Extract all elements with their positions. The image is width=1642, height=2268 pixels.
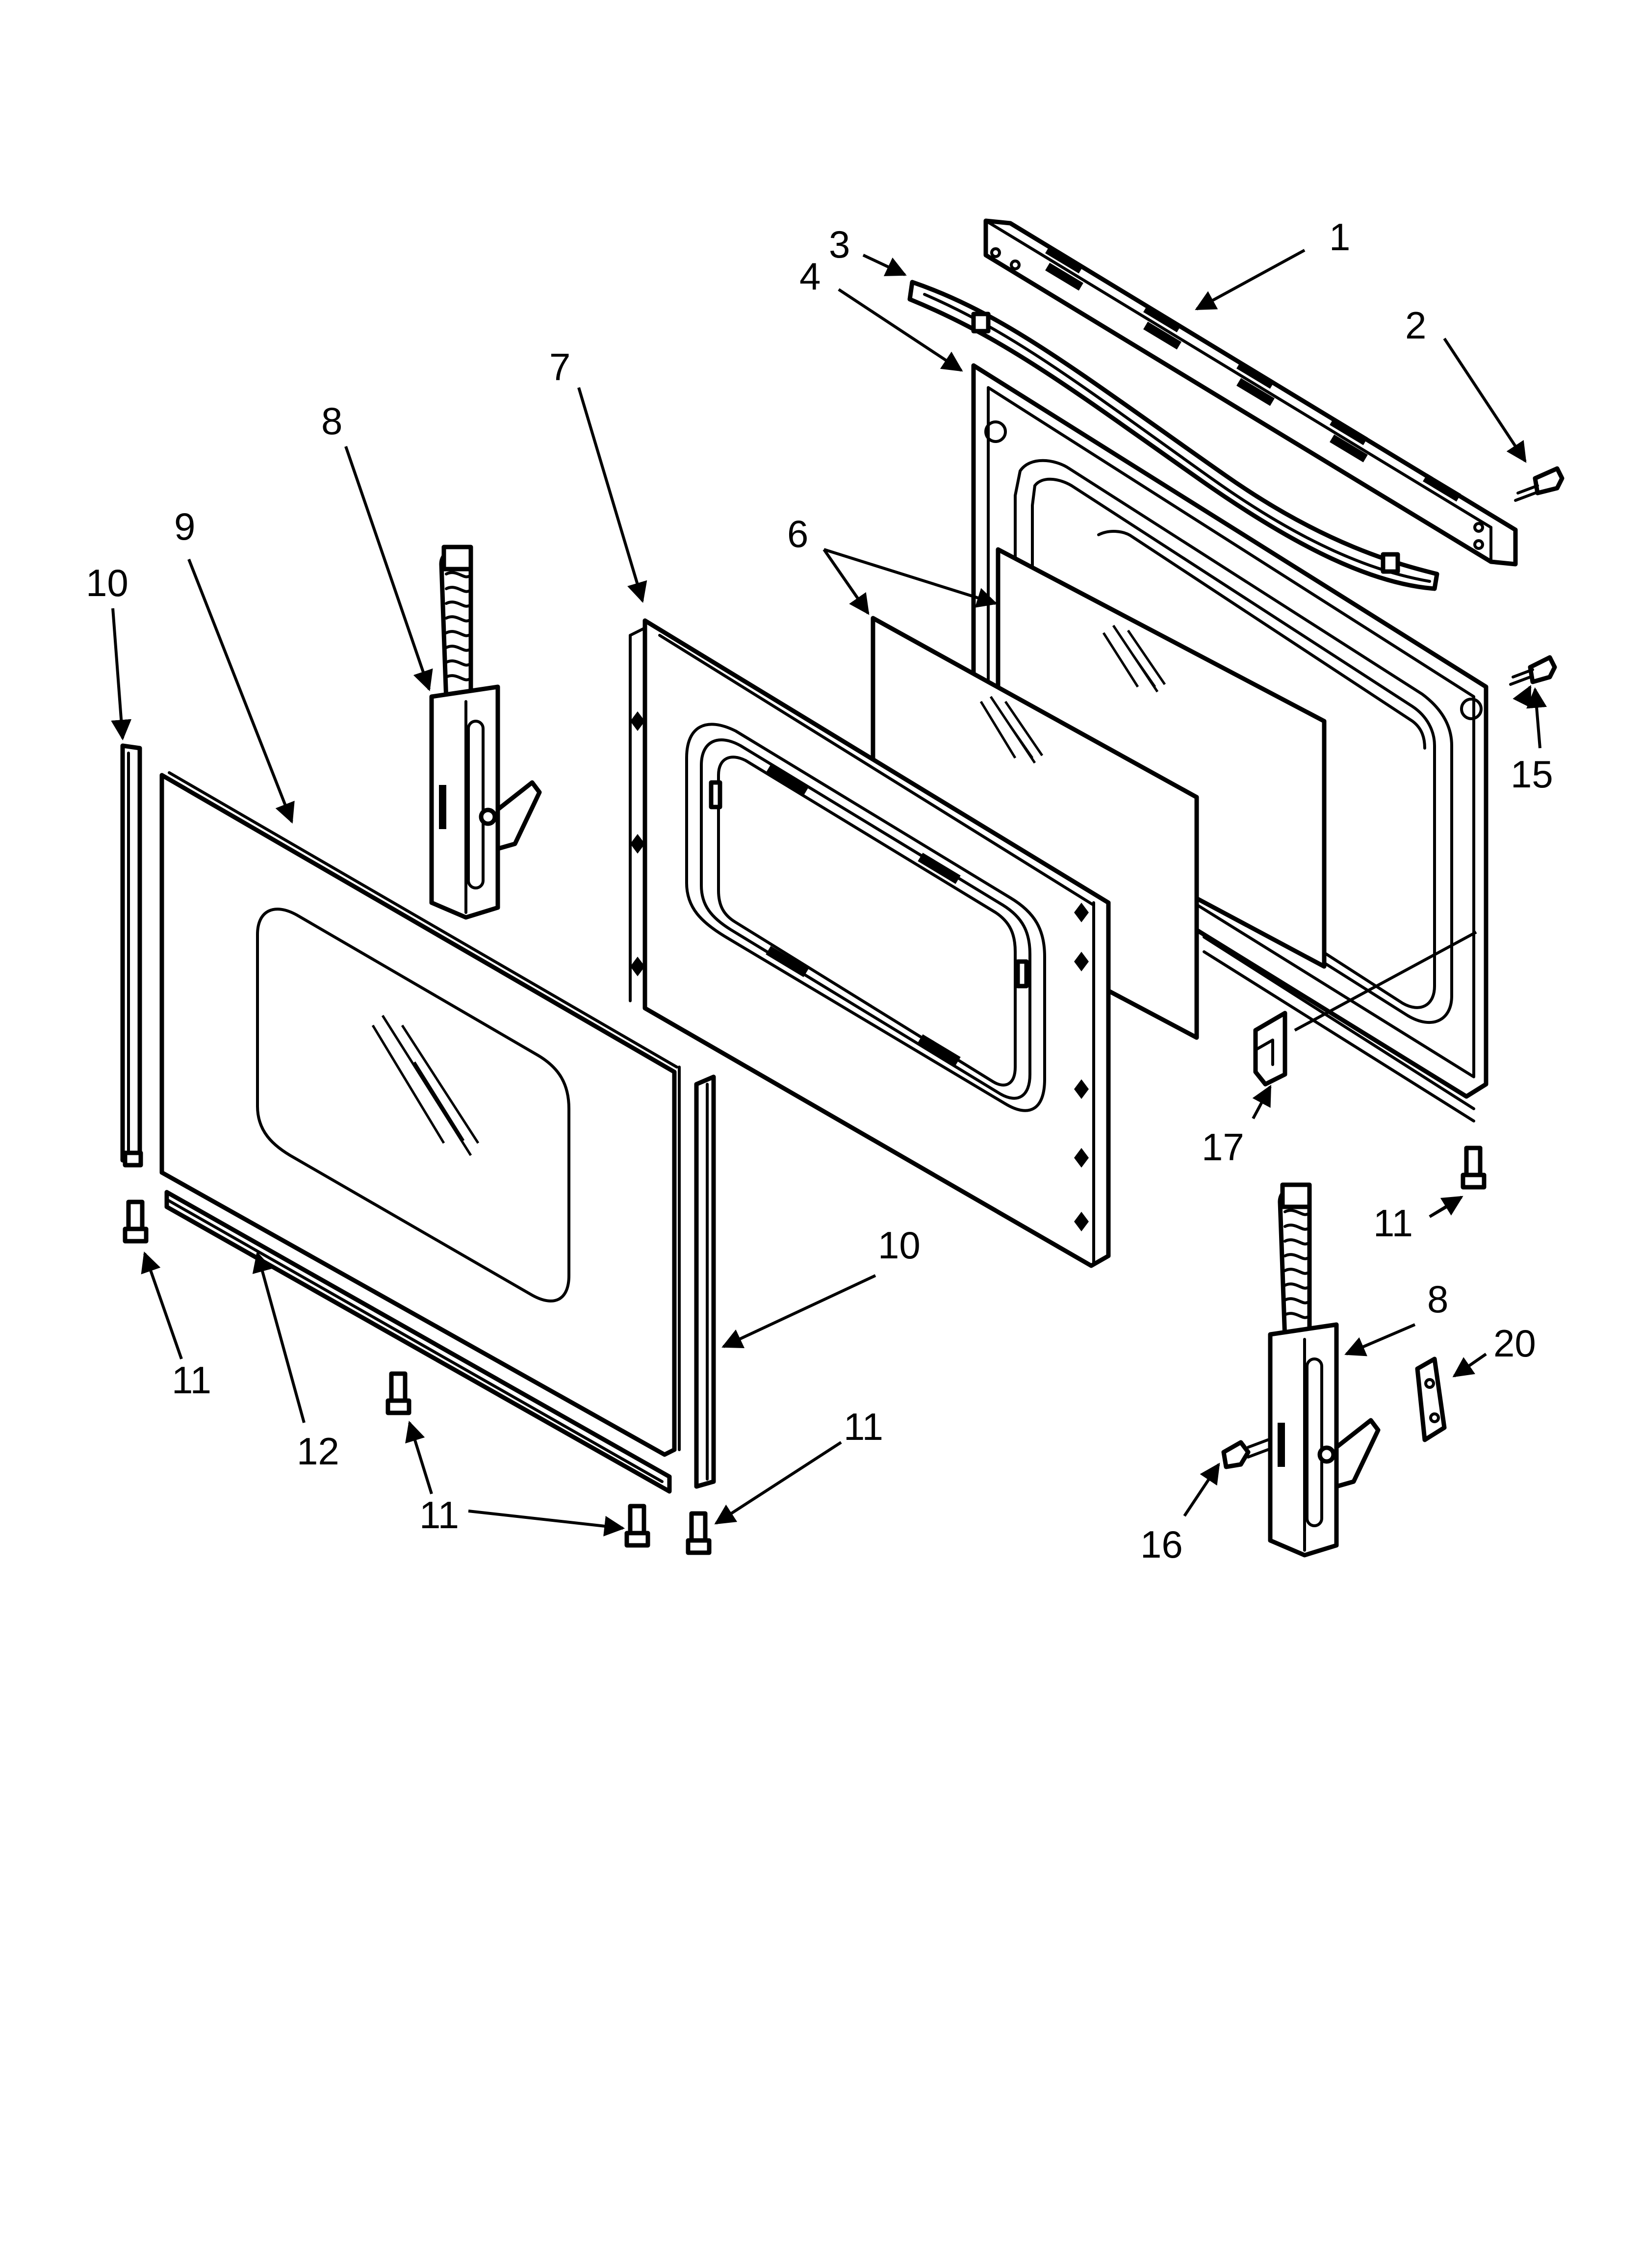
part-1-vent-trim xyxy=(983,218,1518,567)
part-2-screw xyxy=(1514,466,1565,502)
part-10-side-trim-right xyxy=(694,1074,716,1489)
part-3-door-handle xyxy=(907,280,1439,591)
callout-16: 16 xyxy=(1140,1523,1183,1566)
callout-8-left: 8 xyxy=(321,399,342,443)
part-11-screw-bottom xyxy=(624,1504,650,1548)
part-10-side-trim-left xyxy=(120,743,143,1168)
callout-7: 7 xyxy=(549,345,570,389)
callout-17: 17 xyxy=(1202,1125,1244,1169)
callout-15: 15 xyxy=(1511,753,1553,796)
part-11-screw-right xyxy=(1461,1146,1487,1190)
callout-1: 1 xyxy=(1329,215,1350,259)
part-9-outer-door-panel xyxy=(159,771,681,1457)
callout-9: 9 xyxy=(174,505,195,548)
callout-11-left: 11 xyxy=(172,1358,211,1402)
callout-6: 6 xyxy=(787,512,808,555)
leader-lines xyxy=(111,249,1547,1537)
callout-4: 4 xyxy=(799,255,821,298)
callout-11-right: 11 xyxy=(1373,1201,1413,1245)
callout-3: 3 xyxy=(829,223,850,266)
part-11-screw-trim xyxy=(686,1511,712,1555)
callout-2: 2 xyxy=(1405,304,1426,347)
callout-labels: 1 2 3 4 6 7 8 9 10 15 17 11 10 8 20 11 1… xyxy=(86,215,1553,1566)
part-20-bracket xyxy=(1415,1356,1447,1442)
part-8-hinge-right xyxy=(1268,1182,1381,1558)
part-8-hinge-left xyxy=(429,545,542,920)
part-16-screw xyxy=(1221,1438,1269,1469)
part-7-door-frame xyxy=(629,618,1111,1268)
callout-11-trim: 11 xyxy=(844,1405,883,1448)
part-15-screw xyxy=(1509,655,1557,686)
part-11-screw-center xyxy=(385,1371,411,1415)
callout-11-bottom: 11 xyxy=(419,1493,459,1537)
callout-10-right: 10 xyxy=(878,1224,921,1267)
part-11-screw-left xyxy=(123,1199,149,1244)
callout-10-left: 10 xyxy=(86,561,128,604)
callout-20: 20 xyxy=(1493,1322,1536,1365)
part-12-bottom-trim xyxy=(164,1190,672,1494)
vent-slots xyxy=(1045,245,1461,502)
callout-12: 12 xyxy=(297,1430,339,1473)
part-17-clip xyxy=(1253,1011,1287,1087)
callout-8-right: 8 xyxy=(1427,1277,1448,1321)
